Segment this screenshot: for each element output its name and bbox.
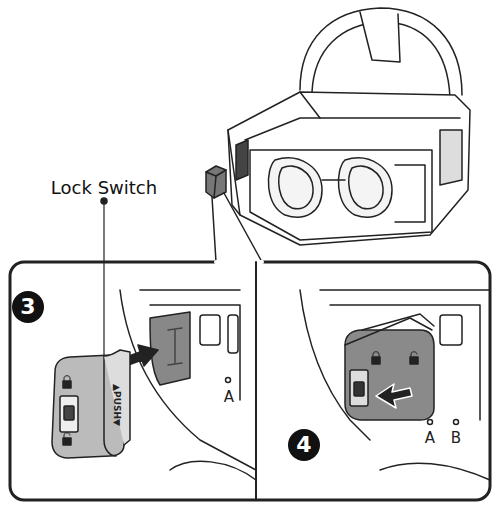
callout-number: 3: [20, 296, 35, 318]
port-letter: A: [224, 390, 234, 405]
switch-marking: ▲PUSH▼: [112, 384, 121, 426]
part-name: Lock Switch: [51, 179, 157, 197]
port-letter: A: [425, 431, 435, 446]
port-letter: B: [451, 431, 461, 446]
callout-number: 4: [296, 434, 311, 456]
